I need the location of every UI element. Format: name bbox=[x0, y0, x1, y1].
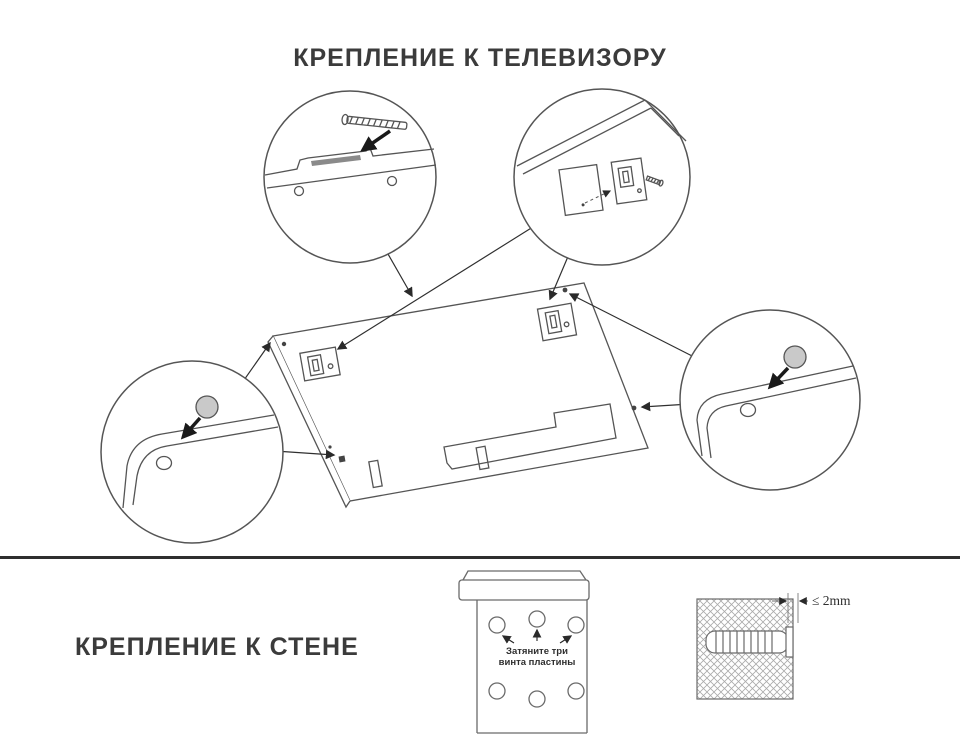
hole-bottom-left bbox=[328, 445, 332, 449]
screw-icon bbox=[341, 113, 408, 130]
small-screw-icon bbox=[645, 175, 664, 187]
wall-bracket-diagram: Затяните три винта пластины bbox=[458, 570, 590, 734]
plate-with-bracket bbox=[610, 157, 648, 205]
detail-circle-screw bbox=[263, 90, 437, 264]
tv-mount-diagram bbox=[100, 88, 861, 544]
note-arrow-left bbox=[501, 635, 515, 644]
bracket-cap-top bbox=[462, 570, 587, 581]
hole-right-mid bbox=[631, 405, 637, 411]
rail-hole-left bbox=[293, 185, 305, 197]
plug-hole bbox=[739, 402, 757, 418]
plate-move-arrow bbox=[584, 190, 612, 204]
plug-disc bbox=[783, 345, 807, 369]
insert-arrow bbox=[767, 366, 790, 390]
panel-corner-outer bbox=[644, 99, 687, 142]
rail-profile-bottom bbox=[266, 164, 437, 189]
stand-slot-mid bbox=[475, 445, 490, 471]
rail-slot bbox=[311, 155, 361, 166]
anchor-dowel-icon bbox=[705, 626, 794, 658]
bracket-note-line2: винта пластины bbox=[499, 657, 576, 668]
wall-mount-diagram: Затяните три винта пластины ≤ 2mm bbox=[458, 570, 851, 734]
anchor-collar bbox=[785, 626, 794, 658]
wall-anchor-diagram: ≤ 2mm bbox=[696, 593, 851, 700]
detail-circle-plug-right bbox=[679, 309, 861, 491]
detail-circle-plates bbox=[513, 88, 691, 266]
panel-edge-inner bbox=[522, 107, 652, 175]
panel-corner-inner bbox=[650, 107, 680, 137]
dimension-label: ≤ 2mm bbox=[812, 593, 851, 608]
callout-line-plug-top-right bbox=[568, 293, 701, 361]
bracket-cap-front bbox=[458, 579, 590, 601]
bracket-plate-edges bbox=[476, 600, 588, 734]
hole-top-left bbox=[281, 341, 287, 347]
corner-edge-outer bbox=[122, 414, 275, 509]
insert-arrow bbox=[180, 416, 202, 440]
right-mount-bracket bbox=[536, 302, 578, 342]
section-divider bbox=[0, 556, 960, 559]
panel-edge-outer bbox=[516, 99, 646, 167]
rail-hole-right bbox=[386, 175, 398, 187]
stand-slot-left bbox=[368, 459, 383, 489]
tv-mount-title: КРЕПЛЕНИЕ К ТЕЛЕВИЗОРУ bbox=[293, 44, 667, 72]
corner-edge-inner bbox=[132, 426, 279, 506]
dimension-extension-lines bbox=[787, 593, 799, 623]
bracket-note-line1: Затяните три bbox=[506, 646, 568, 657]
plate-outline bbox=[558, 163, 604, 217]
rail-profile-top bbox=[264, 146, 435, 176]
insert-arrow bbox=[360, 129, 391, 152]
plug-disc bbox=[195, 395, 219, 419]
wall-mount-title: КРЕПЛЕНИЕ К СТЕНЕ bbox=[75, 633, 359, 661]
note-arrow-right bbox=[559, 635, 573, 644]
bracket-hole-top-mid bbox=[528, 610, 546, 628]
bracket-hole-top-right bbox=[567, 616, 585, 634]
detail-circle-plug-left bbox=[100, 360, 284, 544]
plug-hole bbox=[155, 455, 173, 471]
hole-top-right bbox=[562, 287, 568, 293]
left-mount-bracket bbox=[299, 346, 341, 382]
square-hole-bottom-left bbox=[338, 455, 346, 463]
callout-line-plates-left bbox=[336, 209, 561, 350]
bracket-hole-top-left bbox=[488, 616, 506, 634]
bracket-hole-bottom-right bbox=[567, 682, 585, 700]
corner-edge-outer bbox=[696, 365, 854, 457]
bracket-hole-bottom-left bbox=[488, 682, 506, 700]
tv-back-panel bbox=[267, 282, 649, 509]
corner-edge-inner bbox=[706, 377, 857, 459]
bracket-hole-bottom-mid bbox=[528, 690, 546, 708]
